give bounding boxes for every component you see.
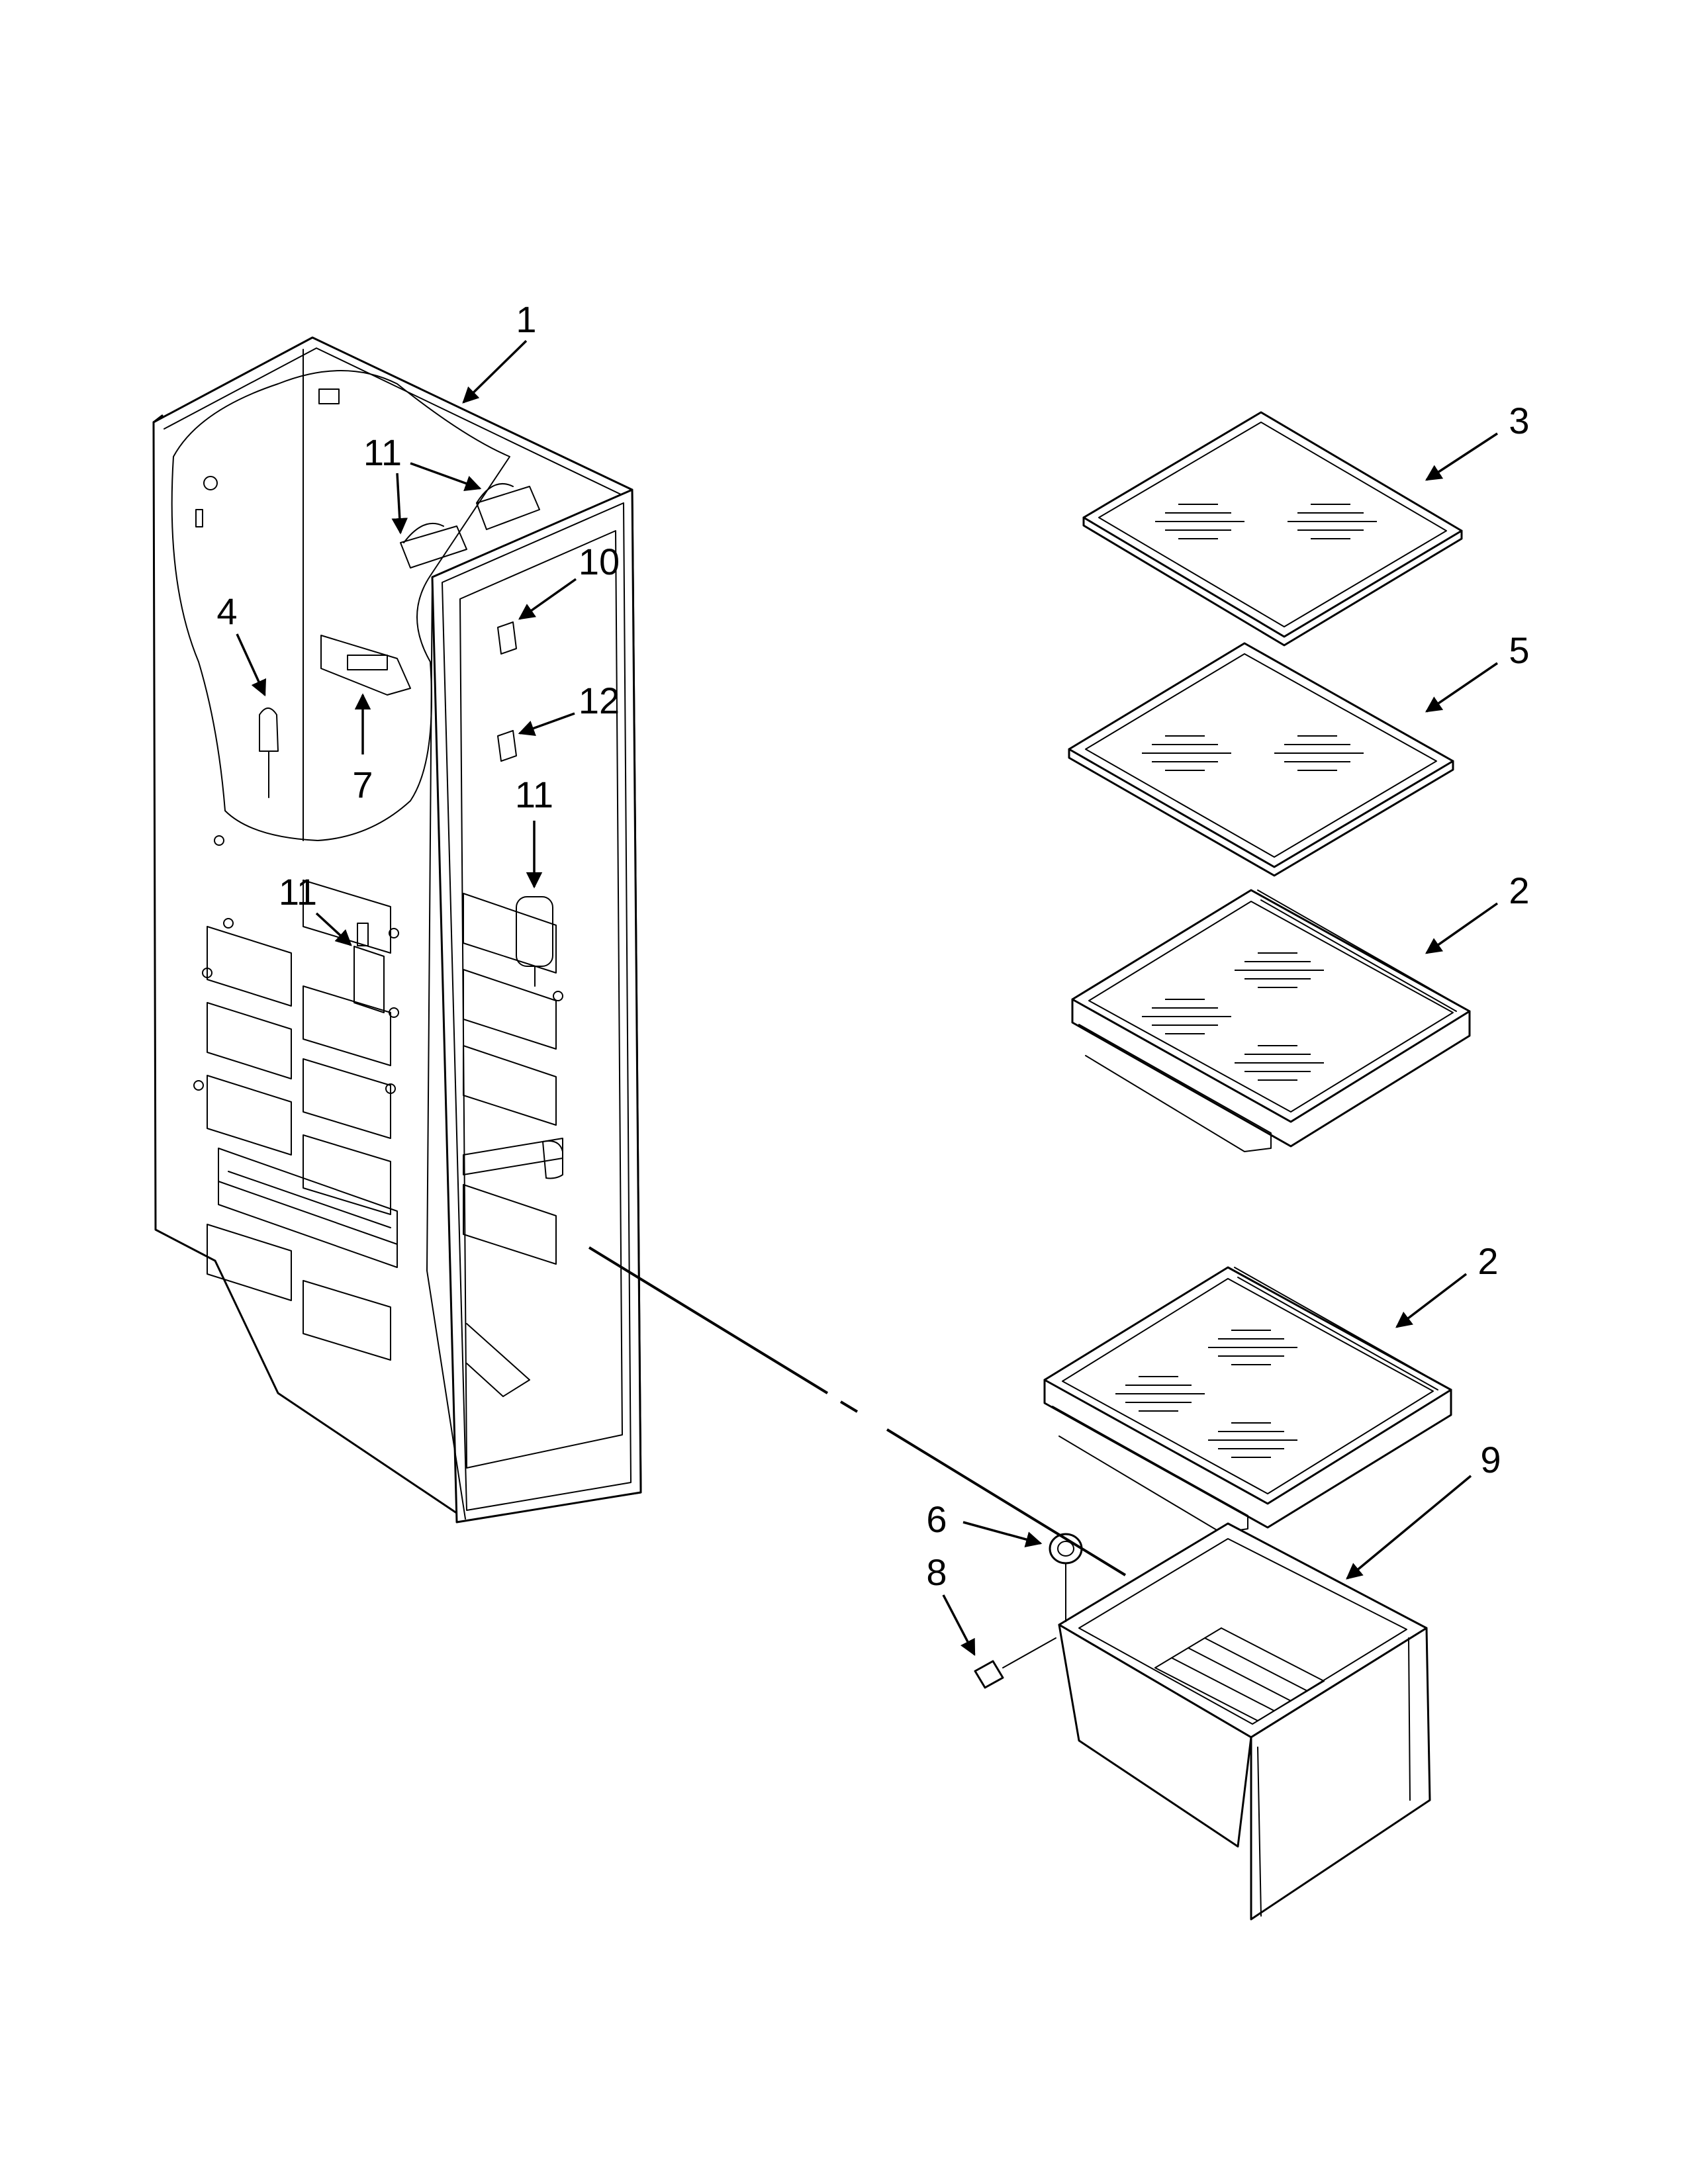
shelf-part2-upper: [1071, 889, 1471, 1152]
shelf-part2-lower-glass-highlights: [1115, 1330, 1297, 1458]
callout-label: 2: [1509, 870, 1529, 911]
clip-part12: [497, 730, 517, 762]
roller-part7: [1049, 1533, 1083, 1622]
clip-part10: [497, 621, 517, 655]
callout-label: 11: [279, 871, 317, 913]
led-light-side-part11: [516, 896, 553, 987]
callout-12: 12: [518, 680, 620, 737]
drawer-floor-ribs: [1154, 1627, 1325, 1721]
callout-label: 10: [579, 541, 620, 582]
callout-label: 3: [1509, 400, 1529, 441]
assembly-line: [588, 1246, 1127, 1576]
shelf-part3-glass-highlights: [1155, 504, 1377, 539]
shelf-part5: [1068, 642, 1454, 877]
screw-part8: [974, 1637, 1056, 1689]
callout-10: 10: [518, 541, 620, 620]
shelf-part2-lower: [1043, 1266, 1452, 1533]
shelf-part3: [1082, 411, 1463, 647]
callout-4: 4: [216, 590, 266, 697]
callout-7: 6: [926, 1498, 1043, 1547]
control-housing-part6: [320, 635, 411, 696]
shelf-part5-glass-highlights: [1142, 735, 1364, 771]
crisper-drawer-part9: [1058, 1522, 1431, 1921]
light-assemblies-top: [400, 483, 540, 569]
callout-3: 3: [1425, 400, 1530, 481]
callout-9: 9: [1346, 1439, 1501, 1580]
callout-5: 5: [1425, 629, 1530, 713]
callout-2-upper: 2: [1425, 870, 1530, 954]
callout-label: 5: [1509, 629, 1529, 671]
callout-label: 7: [352, 764, 373, 805]
callout-label: 12: [579, 680, 620, 721]
callout-11-side: 11: [515, 774, 553, 889]
callout-8: 8: [926, 1551, 976, 1657]
callout-label: 11: [363, 432, 402, 473]
liner-vent-slots: [193, 835, 563, 1397]
callout-2-lower: 2: [1395, 1240, 1499, 1328]
callout-label: 6: [926, 1498, 947, 1540]
callout-label: 1: [516, 298, 536, 340]
shelf-part2-upper-glass-highlights: [1142, 952, 1324, 1081]
callout-label: 4: [216, 590, 237, 632]
callout-1: 1: [462, 298, 537, 404]
temperature-sensor-part4: [259, 707, 279, 798]
light-module-back-part11: [353, 923, 385, 1013]
refrigerator-liner: [152, 336, 642, 1524]
callout-6: 7: [352, 693, 373, 805]
callout-label: 11: [515, 774, 553, 815]
callout-label: 8: [926, 1551, 947, 1593]
callout-label: 9: [1480, 1439, 1501, 1480]
callout-label: 2: [1477, 1240, 1498, 1282]
callout-11-back: 11: [279, 871, 352, 946]
callout-11-top: 11: [363, 432, 482, 535]
